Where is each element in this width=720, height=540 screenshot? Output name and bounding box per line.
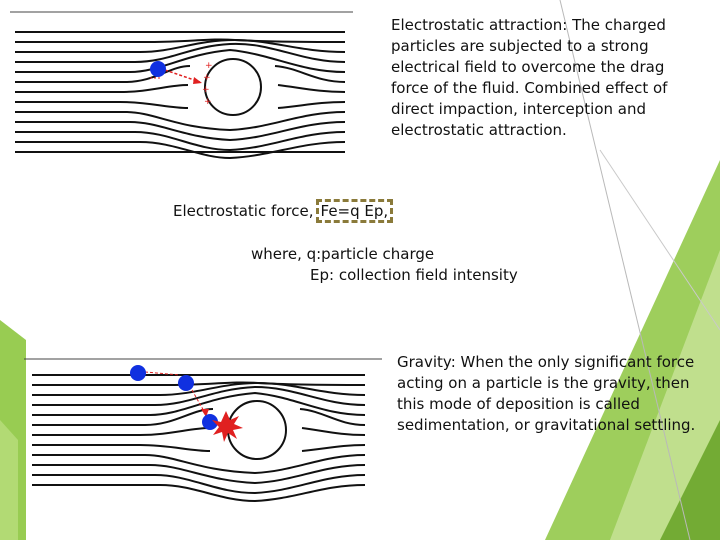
where-line: where, q:particle charge <box>251 245 435 263</box>
green-triangle-right-dark <box>660 420 720 540</box>
green-diagonal-line-2 <box>599 149 720 331</box>
gravity-paragraph: Gravity: When the only significant force… <box>397 353 696 434</box>
charge-label: + <box>203 73 211 83</box>
green-triangle-right-light <box>610 250 720 540</box>
electrostatic-paragraph: Electrostatic attraction: The charged pa… <box>391 16 668 139</box>
attraction-arrow-head <box>193 77 202 84</box>
particle-start <box>130 365 146 381</box>
collector-sphere <box>204 58 262 116</box>
green-triangle-left-light <box>0 420 18 540</box>
particle-deposited <box>202 414 218 430</box>
gravity-arrow-head <box>201 409 209 417</box>
electrostatic-figure: + + + + <box>10 11 353 160</box>
charged-particle <box>150 61 166 77</box>
particle-falling <box>178 375 194 391</box>
gravity-figure <box>24 358 382 503</box>
ep-definition-line: Ep: collection field intensity <box>310 266 518 284</box>
collector-sphere <box>227 400 287 460</box>
charge-label: + <box>202 85 210 95</box>
force-label: Electrostatic force, <box>173 202 314 220</box>
electrostatic-force-line: Electrostatic force,Fe=q Ep, <box>173 199 394 223</box>
charge-label: + <box>205 61 213 71</box>
particle-path-dashed <box>144 371 181 376</box>
force-formula-box: Fe=q Ep, <box>315 199 394 223</box>
positive-charges: + + + + <box>202 61 213 107</box>
charge-label: + <box>204 97 212 107</box>
impact-starburst <box>212 411 243 442</box>
streamlines <box>15 31 346 160</box>
green-diagonal-line <box>559 0 691 540</box>
streamlines <box>32 374 366 503</box>
